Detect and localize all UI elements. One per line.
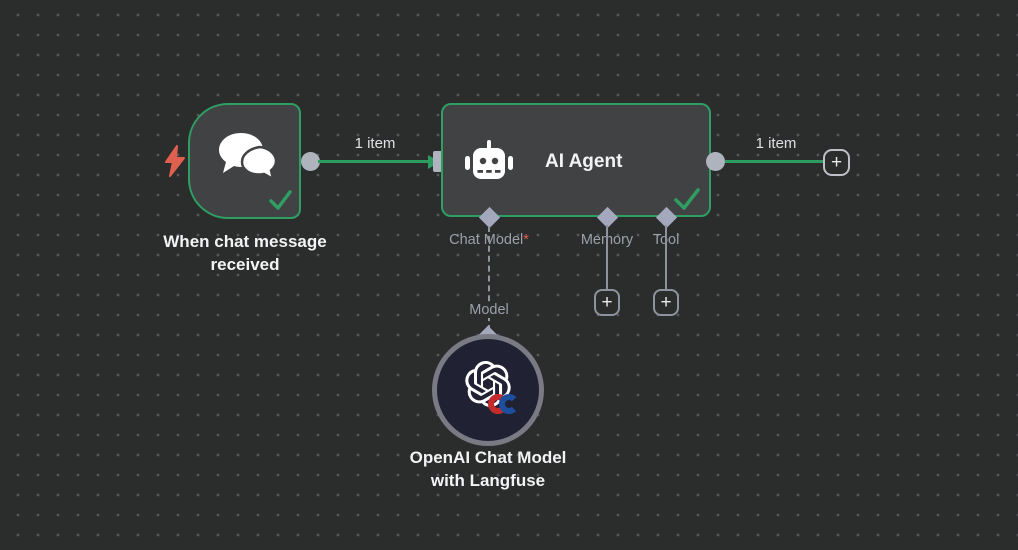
- node-chat-trigger[interactable]: [188, 103, 301, 219]
- langfuse-badge-icon: [488, 394, 519, 414]
- model-node-label-line1: OpenAI Chat Model: [409, 448, 567, 467]
- lightning-bolt-icon: [165, 145, 185, 177]
- wire-items-label: 1 item: [354, 135, 396, 152]
- model-node-label-line2: with Langfuse: [430, 471, 546, 490]
- model-wire-label: Model: [463, 302, 515, 318]
- robot-icon: [465, 140, 513, 179]
- success-checkmark-icon: [674, 188, 700, 210]
- agent-output-connector[interactable]: [706, 152, 725, 171]
- agent-node-title: AI Agent: [545, 151, 623, 172]
- trigger-output-connector[interactable]: [301, 152, 320, 171]
- success-checkmark-icon: [269, 190, 292, 210]
- wire-agent-output[interactable]: [725, 160, 824, 163]
- wire-agent-to-model[interactable]: [488, 226, 490, 331]
- add-next-node-button[interactable]: +: [823, 149, 850, 176]
- wire-trigger-to-agent[interactable]: [318, 160, 430, 163]
- add-memory-button[interactable]: +: [594, 289, 620, 316]
- agent-input-connector[interactable]: [433, 151, 443, 172]
- chat-bubbles-icon: [219, 133, 278, 182]
- trigger-node-label: When chat message received: [163, 232, 327, 274]
- port-label-text: Chat Model: [449, 232, 524, 248]
- node-ai-agent[interactable]: AI Agent: [441, 103, 711, 217]
- model-wire-label-wrap: Model: [439, 301, 539, 319]
- memory-stub-wire: [606, 225, 608, 289]
- node-openai-chat-model[interactable]: [432, 334, 544, 446]
- add-tool-button[interactable]: +: [653, 289, 679, 316]
- tool-stub-wire: [665, 225, 667, 289]
- required-marker: *: [523, 232, 529, 248]
- agent-port-chat-model-label: Chat Model*: [429, 232, 549, 248]
- model-node-label: OpenAI Chat Model with Langfuse: [368, 446, 608, 492]
- wire-items-label: 1 item: [755, 135, 797, 152]
